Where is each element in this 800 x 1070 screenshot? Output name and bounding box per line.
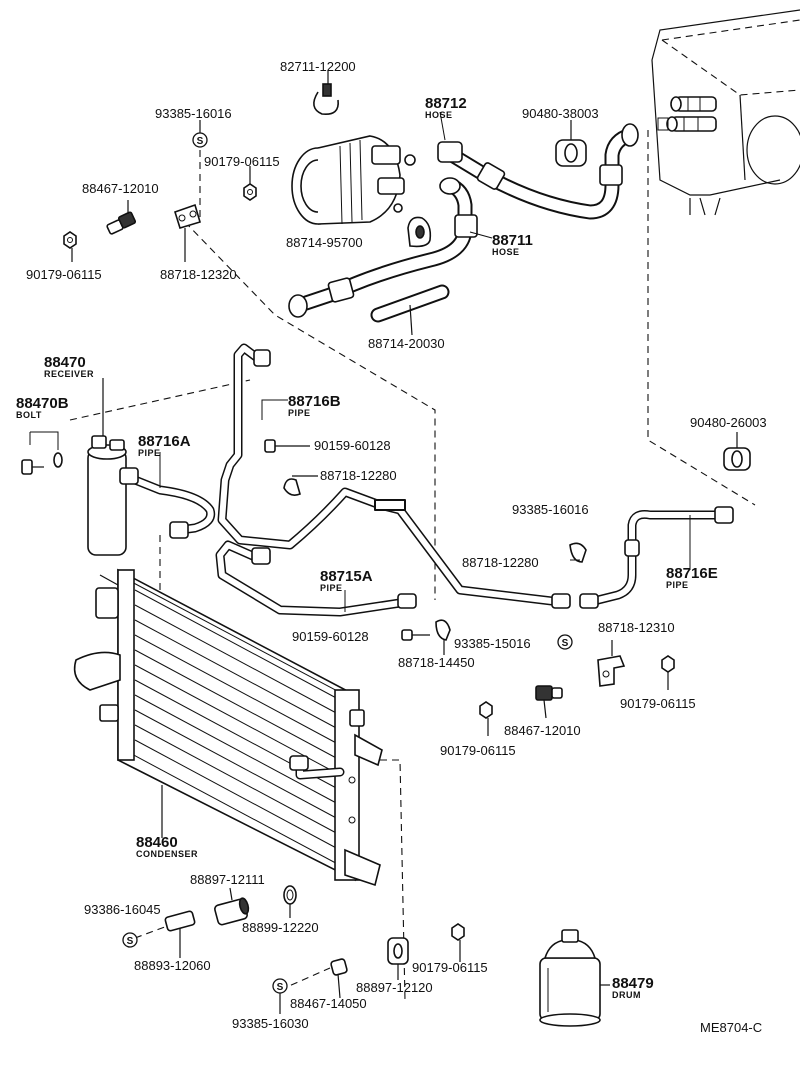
clamp-part-mid-b: [569, 542, 587, 563]
label-88716b-sub: PIPE: [288, 408, 311, 418]
pressure-switch-part-a: [106, 200, 137, 235]
tube-part-88893-12060: [164, 910, 196, 958]
label-88718-14450: 88718-14450: [398, 655, 475, 670]
label-90480-38003: 90480-38003: [522, 106, 599, 121]
plug-part-88467-14050: [330, 958, 348, 999]
label-88712: 88712: [425, 95, 467, 112]
label-88718-12310: 88718-12310: [598, 620, 675, 635]
label-90179-06115-e: 90179-06115: [412, 960, 488, 975]
bolt-part-receiver: [21, 431, 63, 475]
label-88467-12010-b: 88467-12010: [504, 723, 581, 738]
label-90159-60128-a: 90159-60128: [314, 438, 391, 453]
engine-block-outline: [651, 9, 800, 216]
seal-symbol-text-bottom-a: S: [127, 936, 134, 947]
label-88718-12280-b: 88718-12280: [462, 555, 539, 570]
label-88718-12280-a: 88718-12280: [320, 468, 397, 483]
label-88711-sub: HOSE: [492, 247, 520, 257]
compressor-assembly: [291, 135, 416, 225]
label-88479-sub: DRUM: [612, 990, 641, 1000]
fitting-part-88897-12111: [214, 887, 250, 926]
label-88714-95700: 88714-95700: [286, 235, 363, 250]
o-ring-part-88899-12220: [283, 885, 297, 918]
pipe-88715a: [215, 540, 417, 617]
refrigerant-drum-part: [539, 929, 610, 1027]
seal-symbol-bottom-b: S: [272, 978, 288, 1014]
label-88479: 88479: [612, 975, 654, 992]
label-88716e-sub: PIPE: [666, 580, 689, 590]
label-88467-14050: 88467-14050: [290, 996, 367, 1011]
pressure-switch-part-b: [535, 685, 563, 719]
label-88470b-sub: BOLT: [16, 410, 42, 420]
label-88716e: 88716E: [666, 565, 718, 582]
label-88897-12120: 88897-12120: [356, 980, 433, 995]
hose-clamp-part: [313, 70, 339, 116]
clamp-part-mid-a: [283, 475, 318, 496]
condenser-assembly: [73, 568, 383, 887]
pipe-88716b: [217, 343, 571, 609]
leader-lines: [159, 111, 691, 612]
label-88716a-sub: PIPE: [138, 448, 161, 458]
hose-88712: [437, 123, 639, 220]
seal-symbol-mid-a: S: [557, 634, 573, 650]
nut-part-c: [661, 655, 675, 690]
label-93385-16030: 93385-16030: [232, 1016, 309, 1031]
label-88716b: 88716B: [288, 393, 341, 410]
label-88718-12320: 88718-12320: [160, 267, 237, 282]
pipe-88716a: [119, 467, 216, 539]
nut-part-b: [63, 231, 77, 262]
label-88897-12111: 88897-12111: [190, 872, 265, 887]
clamp-part-mid-c: [435, 619, 451, 655]
label-88460: 88460: [136, 834, 178, 851]
nut-part-d: [479, 701, 493, 736]
seal-symbol-text-mid-a: S: [562, 638, 569, 649]
label-88899-12220: 88899-12220: [242, 920, 319, 935]
grommet-part-b: [723, 432, 751, 471]
label-88470: 88470: [44, 354, 86, 371]
label-90179-06115-a: 90179-06115: [204, 154, 280, 169]
bolt-part-mid-b: [401, 629, 430, 641]
bracket-part-b: [597, 640, 626, 687]
label-90159-60128-b: 90159-60128: [292, 629, 369, 644]
grommet-part-a: [555, 120, 587, 167]
nut-part-a: [243, 166, 257, 201]
label-88893-12060: 88893-12060: [134, 958, 211, 973]
hose-88711: [288, 177, 478, 318]
hose-sleeve-part: [370, 284, 450, 336]
label-88716a: 88716A: [138, 433, 191, 450]
label-88470b: 88470B: [16, 395, 69, 412]
seal-symbol-top: S: [192, 120, 208, 148]
label-88714-20030: 88714-20030: [368, 336, 445, 351]
cushion-part: [407, 216, 432, 248]
pipe-88716e: [579, 506, 734, 609]
diagram-code: ME8704-C: [700, 1020, 762, 1035]
part-labels: 82711-12200 93385-16016 88712 HOSE 90480…: [16, 59, 767, 1035]
receiver-assembly: [87, 378, 127, 556]
seal-symbol-bottom-a: S: [122, 932, 138, 948]
label-88467-12010-a: 88467-12010: [82, 181, 159, 196]
bracket-part-a: [174, 203, 201, 262]
label-88715a: 88715A: [320, 568, 373, 585]
seal-symbol-text-bottom-b: S: [277, 982, 284, 993]
label-90179-06115-d: 90179-06115: [440, 743, 516, 758]
label-90179-06115-c: 90179-06115: [620, 696, 696, 711]
label-88712-sub: HOSE: [425, 110, 453, 120]
label-93386-16045: 93386-16045: [84, 902, 161, 917]
engine-port-fittings: [666, 96, 717, 132]
condenser-outlet-pipe: [289, 755, 345, 780]
nut-part-e: [451, 923, 465, 962]
label-82711-12200: 82711-12200: [280, 59, 356, 74]
label-88460-sub: CONDENSER: [136, 849, 198, 859]
label-88715a-sub: PIPE: [320, 583, 343, 593]
label-88470-sub: RECEIVER: [44, 369, 94, 379]
label-88711: 88711: [492, 232, 533, 249]
label-90179-06115-b: 90179-06115: [26, 267, 102, 282]
label-93385-15016: 93385-15016: [454, 636, 531, 651]
label-93385-16016-mid: 93385-16016: [512, 502, 589, 517]
grommet-part-c: [387, 937, 409, 980]
label-90480-26003: 90480-26003: [690, 415, 767, 430]
label-93385-16016-top: 93385-16016: [155, 106, 232, 121]
seal-symbol-text-top: S: [197, 136, 204, 147]
